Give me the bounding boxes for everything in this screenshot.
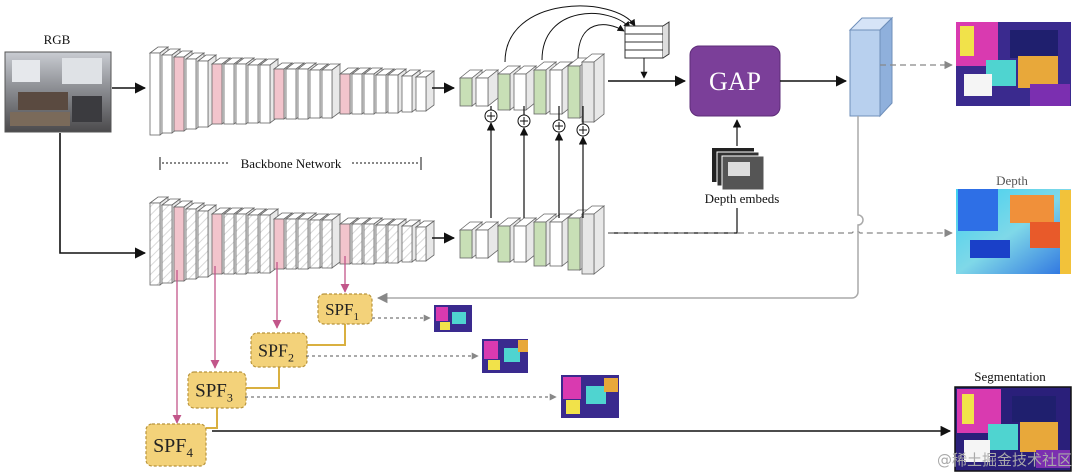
gap-label: GAP bbox=[709, 67, 761, 96]
depth-embeds-label: Depth embeds bbox=[705, 191, 780, 206]
rgb-input-image bbox=[4, 51, 112, 133]
backbone-top-layer-22 bbox=[414, 70, 436, 112]
spf2-block: SPF2 bbox=[250, 332, 308, 368]
backbone-to-spf-lines bbox=[172, 256, 350, 424]
plus-icon-4 bbox=[576, 106, 590, 137]
spf2-output-image bbox=[482, 339, 528, 373]
spf-link-3 bbox=[206, 408, 218, 429]
depth-embeds-icon bbox=[712, 148, 765, 191]
backbone-bottom-layer-15 bbox=[320, 213, 342, 269]
plus-icon-3 bbox=[552, 106, 566, 133]
decoder-bottom-layer-4 bbox=[512, 217, 538, 263]
spf1-output-image bbox=[434, 305, 472, 332]
decoder-rgb bbox=[458, 53, 606, 123]
decoder-top-layer-2 bbox=[474, 69, 500, 107]
backbone-rgb bbox=[148, 46, 436, 136]
decoder-top-layer-8 bbox=[580, 53, 606, 123]
decoder-depth bbox=[458, 205, 606, 275]
spf-link-1 bbox=[307, 324, 346, 346]
decoder-bottom-layer-8 bbox=[580, 205, 606, 275]
decoder-bottom-layer-2 bbox=[474, 221, 500, 259]
decoder-top-layer-4 bbox=[512, 65, 538, 111]
decoder-bottom-layer-5 bbox=[532, 213, 558, 267]
spf1-block: SPF1 bbox=[317, 293, 373, 325]
rgb-to-depth-branch-arrow bbox=[59, 133, 147, 259]
backbone-label: Backbone Network bbox=[241, 156, 342, 171]
depth-label: Depth bbox=[996, 173, 1028, 188]
spf4-block: SPF4 bbox=[145, 423, 207, 467]
spf1-label: SPF1 bbox=[325, 300, 359, 323]
feature-to-spf1-feedback-arrow bbox=[376, 116, 864, 304]
skip-arcs bbox=[504, 5, 636, 63]
rgb-label: RGB bbox=[44, 32, 71, 47]
spf3-block: SPF3 bbox=[187, 371, 247, 409]
fused-feature-block bbox=[848, 16, 894, 118]
segmentation-label: Segmentation bbox=[974, 369, 1046, 384]
backbone-bottom-layer-22 bbox=[414, 220, 436, 262]
spf-link-2 bbox=[246, 367, 280, 389]
backbone-depth bbox=[148, 196, 436, 286]
spf3-label: SPF3 bbox=[195, 381, 233, 405]
plus-icon-2 bbox=[517, 106, 531, 128]
depth-decoder-to-embeds-line bbox=[608, 208, 738, 234]
depth-decoder-to-depth-arrow bbox=[608, 228, 953, 238]
decoder-top-layer-1 bbox=[458, 69, 484, 107]
depth-output-image bbox=[956, 189, 1071, 274]
backbone-span-marker bbox=[159, 157, 422, 170]
plus-icon-1 bbox=[484, 106, 498, 123]
feature-stack-icon bbox=[624, 21, 670, 59]
watermark: @稀土掘金技术社区 bbox=[936, 451, 1072, 469]
spf3-output-image bbox=[561, 375, 619, 418]
backbone-top-layer-15 bbox=[320, 63, 342, 119]
segmentation-output-image bbox=[954, 386, 1072, 472]
seg-preview-image bbox=[956, 22, 1071, 106]
fusion-connections bbox=[484, 106, 590, 218]
spf4-label: SPF4 bbox=[153, 435, 193, 460]
spf2-label: SPF2 bbox=[258, 340, 294, 364]
